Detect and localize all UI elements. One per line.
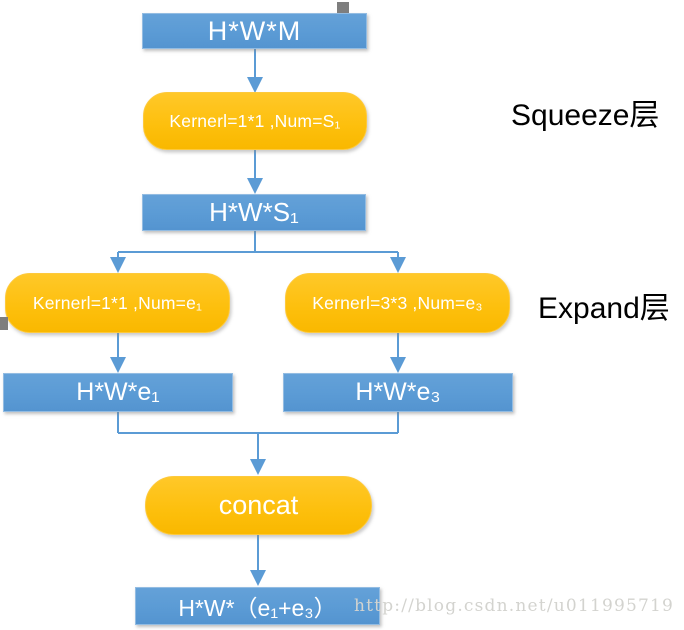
node-concat: concat xyxy=(145,476,372,535)
node-squeeze-conv: Kernerl=1*1 ,Num=S₁ xyxy=(143,92,367,150)
csdn-watermark: http://blog.csdn.net/u011995719 xyxy=(354,596,675,616)
node-expand1-output: H*W*e₁ xyxy=(3,373,233,412)
annotation-expand-layer: Expand层 xyxy=(538,292,670,325)
gray-handle-left xyxy=(0,317,8,330)
node-input-hwm: H*W*M xyxy=(142,13,367,49)
gray-handle-top xyxy=(337,2,349,13)
node-expand3-output: H*W*e₃ xyxy=(283,373,513,412)
annotation-squeeze-layer: Squeeze层 xyxy=(511,99,660,132)
node-final-output: H*W*（e₁+e₃） xyxy=(135,587,380,625)
node-squeeze-output: H*W*S₁ xyxy=(142,194,366,231)
node-expand1-conv: Kernerl=1*1 ,Num=e₁ xyxy=(5,273,230,333)
node-expand3-conv: Kernerl=3*3 ,Num=e₃ xyxy=(285,273,510,333)
